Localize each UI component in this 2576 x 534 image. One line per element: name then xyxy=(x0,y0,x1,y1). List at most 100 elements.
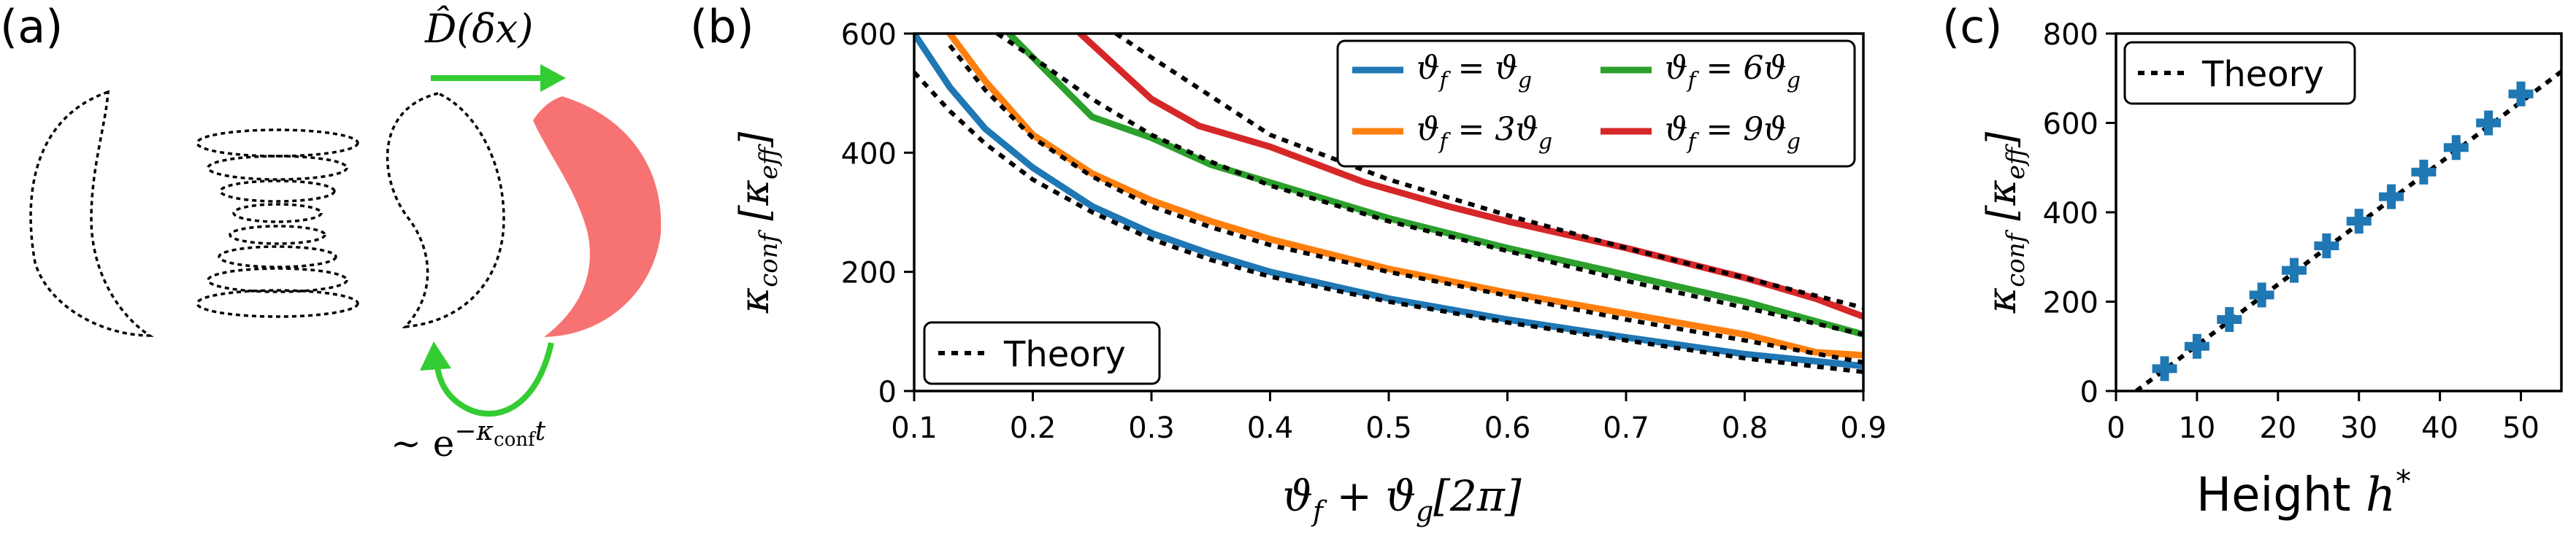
scatter-point xyxy=(2249,282,2274,308)
scatter-point xyxy=(2443,135,2469,160)
x-tick-label: 0.5 xyxy=(1365,411,1412,445)
legend-label-part: = xyxy=(1448,50,1495,87)
y-tick-label: 600 xyxy=(841,18,897,52)
theory-line xyxy=(1114,34,1863,310)
crescent-filled xyxy=(533,96,662,337)
legend-label: ϑf = 9ϑg xyxy=(1665,111,1801,155)
y-tick-label: 0 xyxy=(878,376,897,409)
legend-label-part: 9 xyxy=(1743,111,1763,148)
panel-a-label: (a) xyxy=(0,0,63,53)
x-tick-label: 0.1 xyxy=(891,411,938,445)
chart-c-ylabel: κconf [κeff] xyxy=(1979,131,2031,314)
theory-line xyxy=(914,71,1863,374)
scatter-point xyxy=(2152,356,2177,382)
scatter-point xyxy=(2476,110,2502,136)
panel-c: (c) 0 10 20 30 40 50 0 200 400 600 800 κconf [κeff… xyxy=(1942,0,2563,522)
chart-b-ylabel: κconf [κeff] xyxy=(732,131,783,314)
y-tick-label: 800 xyxy=(2043,18,2098,52)
legend-label-part: ϑ xyxy=(1417,50,1439,87)
legend-label: ϑf = 6ϑg xyxy=(1665,50,1801,93)
chart-b: 0.1 0.2 0.3 0.4 0.5 0.6 0.7 0.8 0.9 0 200 400 600 xyxy=(841,18,1887,445)
scatter-point xyxy=(2346,209,2372,234)
legend-label-part: g xyxy=(1787,129,1801,155)
legend-label-part: ϑ xyxy=(1665,111,1687,148)
x-tick-label: 0.7 xyxy=(1603,411,1649,445)
ellipse-slice xyxy=(207,267,348,293)
scatter-point xyxy=(2217,307,2242,332)
legend-label-part: 3 xyxy=(1495,111,1515,148)
chart-b-theory-legend: Theory xyxy=(923,321,1161,385)
legend-label: ϑf = 3ϑg xyxy=(1417,111,1552,155)
ellipse-stack xyxy=(196,128,359,318)
ellipse-slice xyxy=(229,225,326,245)
chart-c-theory-legend: Theory xyxy=(2123,41,2356,105)
series-line xyxy=(914,34,1863,370)
legend-label-part: g xyxy=(1538,129,1552,155)
x-tick-label: 40 xyxy=(2421,411,2458,445)
chart-c-xlabel: Height h* xyxy=(2196,463,2411,522)
crescent-outline-left xyxy=(29,90,154,337)
scatter-point xyxy=(2508,81,2534,107)
legend-label-part: ϑ xyxy=(1495,50,1517,87)
panel-c-label: (c) xyxy=(1942,0,2002,53)
x-tick-label: 0.6 xyxy=(1484,411,1531,445)
y-tick-label: 200 xyxy=(2043,287,2098,320)
legend-label-part: = xyxy=(1448,111,1495,148)
chart-c-plot-area xyxy=(2134,69,2561,391)
legend-label-part: ϑ xyxy=(1417,111,1439,148)
legend-label-part: ϑ xyxy=(1763,111,1786,148)
scatter-point xyxy=(2314,233,2339,258)
legend-label-part: ϑ xyxy=(1665,50,1687,87)
x-tick-label: 0.8 xyxy=(1722,411,1768,445)
x-tick-label: 0.3 xyxy=(1128,411,1175,445)
displacement-arrow xyxy=(431,64,566,92)
theory-legend-label: Theory xyxy=(2201,54,2324,95)
ellipse-slice xyxy=(207,155,348,181)
decay-label: ~ e−κconft xyxy=(391,417,546,465)
scatter-point xyxy=(2379,184,2404,209)
decay-arrow xyxy=(420,341,554,417)
theory-legend-label: Theory xyxy=(1003,334,1126,375)
panel-a: (a) D̂(δx) xyxy=(0,0,662,465)
operator-label: D̂(δx) xyxy=(424,5,533,52)
x-tick-label: 50 xyxy=(2502,411,2539,445)
legend-label-part: ϑ xyxy=(1515,111,1538,148)
y-tick-label: 0 xyxy=(2080,376,2098,409)
legend-label-part: 6 xyxy=(1743,50,1763,87)
x-tick-label: 30 xyxy=(2340,411,2377,445)
crescent-outline-right xyxy=(386,92,505,329)
scatter-point xyxy=(2282,258,2307,283)
legend-label-part: ϑ xyxy=(1763,50,1786,87)
scatter-point xyxy=(2184,333,2209,359)
y-tick-label: 200 xyxy=(841,257,897,290)
ellipse-slice xyxy=(196,128,359,158)
x-tick-label: 20 xyxy=(2259,411,2296,445)
theory-line xyxy=(948,44,1863,365)
x-tick-label: 0 xyxy=(2107,411,2125,445)
ellipse-slice xyxy=(218,245,337,268)
y-tick-label: 400 xyxy=(841,137,897,171)
ellipse-slice xyxy=(232,203,323,223)
legend-label-part: = xyxy=(1696,50,1744,87)
chart-c: 0 10 20 30 40 50 0 200 400 600 800 xyxy=(2043,18,2563,445)
x-tick-label: 0.2 xyxy=(1010,411,1057,445)
legend-label-part: g xyxy=(1518,68,1532,93)
scatter-point xyxy=(2411,159,2437,185)
y-tick-label: 600 xyxy=(2043,108,2098,142)
y-tick-label: 400 xyxy=(2043,197,2098,231)
series-line xyxy=(1077,34,1863,320)
legend-label-part: = xyxy=(1696,111,1744,148)
theory-line xyxy=(2134,69,2561,391)
legend-label-part: g xyxy=(1787,68,1801,93)
ellipse-slice xyxy=(196,289,359,318)
chart-b-frame xyxy=(913,32,1865,392)
x-tick-label: 0.4 xyxy=(1247,411,1294,445)
chart-c-frame xyxy=(2115,32,2563,392)
x-tick-label: 0.9 xyxy=(1840,411,1887,445)
x-tick-label: 10 xyxy=(2178,411,2215,445)
series-line xyxy=(1005,34,1863,338)
chart-b-xlabel: ϑf + ϑg[2π] xyxy=(1282,471,1521,527)
